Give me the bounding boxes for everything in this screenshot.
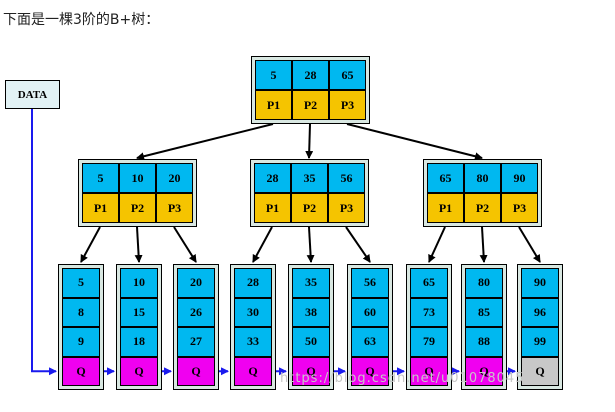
internal-node-pointer: P3: [328, 193, 365, 223]
leaf-next-link: Q: [120, 356, 158, 386]
root-node-key: 65: [329, 60, 366, 90]
watermark: https://blog.csdn.net/u010780458: [280, 371, 534, 386]
edge-internal-leaf: [252, 226, 273, 263]
leaf-key: 79: [410, 327, 448, 357]
internal-node-key: 20: [156, 163, 193, 193]
leaf-key: 15: [120, 297, 158, 327]
leaf-next-link: Q: [351, 356, 389, 386]
leaf-key: 56: [351, 268, 389, 298]
leaf-key: 99: [521, 327, 559, 357]
leaf-key: 63: [351, 327, 389, 357]
edge-root-p3: [346, 123, 483, 161]
leaf-key: 9: [62, 327, 100, 357]
caption: 下面是一棵3阶的B+树：: [3, 12, 160, 28]
leaf-key: 60: [351, 297, 389, 327]
data-label: DATA: [17, 88, 48, 101]
leaf-next-link: Q: [234, 356, 272, 386]
leaf-key: 5: [62, 268, 100, 298]
leaf-key: 35: [292, 268, 330, 298]
data-pointer-arrow: [31, 109, 57, 376]
edge-root-p1: [136, 123, 274, 161]
leaf-key: 90: [521, 268, 559, 298]
leaf-key: 80: [465, 268, 503, 298]
leaf-key: 18: [120, 327, 158, 357]
edge-internal-leaf: [80, 226, 101, 263]
leaf-null-link: Q: [521, 356, 559, 386]
root-node-pointer: P3: [329, 90, 366, 120]
leaf-key: 88: [465, 327, 503, 357]
leaf-next-link: Q: [177, 356, 215, 386]
leaf-key: 28: [234, 268, 272, 298]
internal-node-key: 56: [328, 163, 365, 193]
edge-internal-leaf: [306, 226, 315, 263]
edge-internal-leaf: [345, 226, 371, 263]
leaf-key: 85: [465, 297, 503, 327]
leaf-next-link: Q: [62, 356, 100, 386]
edge-internal-leaf: [134, 226, 143, 263]
data-pointer-box: DATA: [5, 80, 60, 109]
root-node-pointer: P2: [292, 90, 329, 120]
leaf-key: 10: [120, 268, 158, 298]
internal-node-pointer: P2: [291, 193, 328, 223]
leaf-next-link: Q: [465, 356, 503, 386]
edge-internal-leaf: [428, 226, 446, 263]
internal-node-pointer: P1: [254, 193, 291, 223]
leaf-key: 50: [292, 327, 330, 357]
root-node-pointer: P1: [255, 90, 292, 120]
internal-node-pointer: P2: [464, 193, 501, 223]
root-node-key: 28: [292, 60, 329, 90]
leaf-next-link: Q: [292, 356, 330, 386]
leaf-key: 8: [62, 297, 100, 327]
internal-node-pointer: P1: [427, 193, 464, 223]
leaf-key: 27: [177, 327, 215, 357]
leaf-next-link: Q: [410, 356, 448, 386]
internal-node-pointer: P3: [501, 193, 538, 223]
internal-node-key: 65: [427, 163, 464, 193]
root-node-key: 5: [255, 60, 292, 90]
internal-node-key: 10: [119, 163, 156, 193]
internal-node-key: 5: [82, 163, 119, 193]
edge-internal-leaf: [173, 226, 197, 263]
edge-internal-leaf: [518, 226, 541, 263]
internal-node-pointer: P3: [156, 193, 193, 223]
leaf-key: 30: [234, 297, 272, 327]
leaf-key: 65: [410, 268, 448, 298]
leaf-key: 38: [292, 297, 330, 327]
internal-node-key: 35: [291, 163, 328, 193]
internal-node-key: 90: [501, 163, 538, 193]
edge-root-p2: [305, 123, 314, 159]
edge-internal-leaf: [479, 226, 488, 263]
leaf-key: 26: [177, 297, 215, 327]
internal-node-pointer: P1: [82, 193, 119, 223]
leaf-key: 73: [410, 297, 448, 327]
leaf-key: 96: [521, 297, 559, 327]
internal-node-pointer: P2: [119, 193, 156, 223]
internal-node-key: 80: [464, 163, 501, 193]
leaf-key: 20: [177, 268, 215, 298]
leaf-key: 33: [234, 327, 272, 357]
internal-node-key: 28: [254, 163, 291, 193]
